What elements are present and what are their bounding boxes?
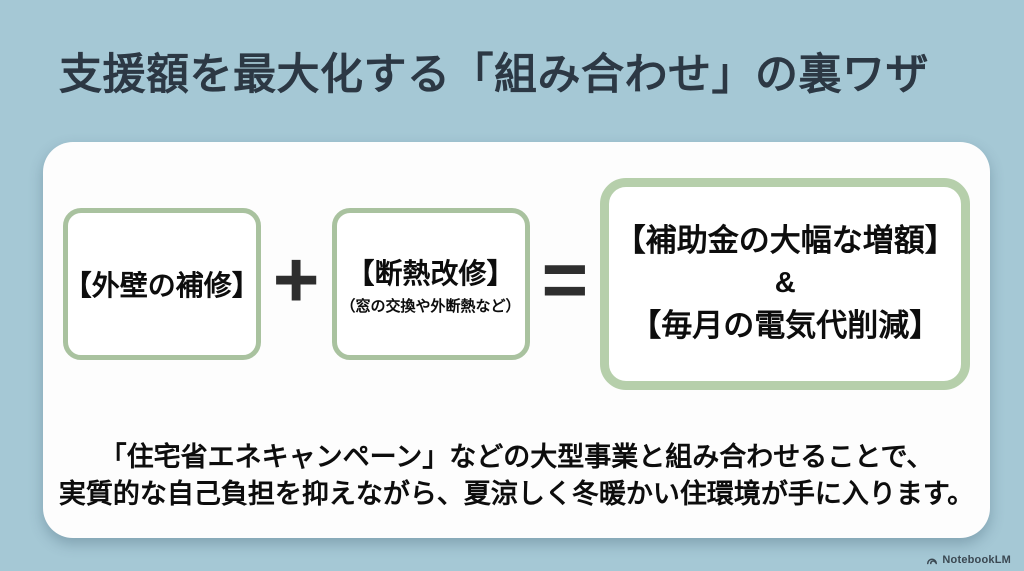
- result-box: 【補助金の大幅な増額】 & 【毎月の電気代削減】: [600, 178, 971, 390]
- page-title: 支援額を最大化する「組み合わせ」の裏ワザ: [59, 51, 929, 99]
- box-label: 【断熱改修】: [346, 258, 515, 289]
- plus-operator: +: [272, 235, 320, 324]
- box-label: 【外壁の補修】: [63, 270, 260, 301]
- formula-box-insulation-renovation: 【断熱改修】 （窓の交換や外断熱など）: [331, 208, 530, 360]
- formula-row: 【外壁の補修】 + 【断熱改修】 （窓の交換や外断熱など） = 【補助金の大幅な…: [43, 178, 990, 390]
- equals-operator: =: [541, 235, 589, 324]
- description-text: 「住宅省エネキャンペーン」などの大型事業と組み合わせることで、 実質的な自己負担…: [43, 439, 990, 512]
- notebooklm-watermark: NotebookLM: [926, 554, 1011, 566]
- box-sublabel: （窓の交換や外断熱など）: [340, 298, 521, 315]
- description-line-2: 実質的な自己負担を抑えながら、夏涼しく冬暖かい住環境が手に入ります。: [58, 478, 975, 509]
- content-card: 【外壁の補修】 + 【断熱改修】 （窓の交換や外断熱など） = 【補助金の大幅な…: [43, 142, 990, 538]
- result-line-subsidy-increase: 【補助金の大幅な増額】: [614, 223, 956, 259]
- result-ampersand: &: [774, 267, 796, 300]
- notebooklm-arc-icon: [926, 554, 938, 566]
- formula-box-exterior-repair: 【外壁の補修】: [62, 208, 261, 360]
- notebooklm-brand-label: NotebookLM: [942, 554, 1011, 566]
- result-line-electricity-savings: 【毎月の電気代削減】: [630, 307, 941, 343]
- description-line-1: 「住宅省エネキャンペーン」などの大型事業と組み合わせることで、: [99, 442, 934, 473]
